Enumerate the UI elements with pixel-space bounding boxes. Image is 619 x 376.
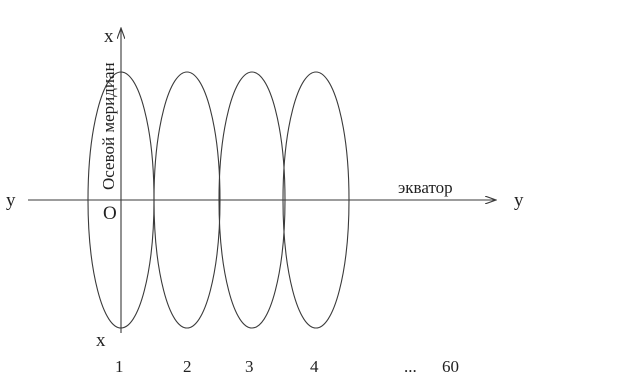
y-left-label: y <box>6 190 16 211</box>
equator-label: экватор <box>398 178 453 197</box>
zone-number-2: 2 <box>183 357 192 376</box>
y-right-label: y <box>514 190 524 211</box>
zone-number-3: 3 <box>245 357 254 376</box>
zone-number-4: 4 <box>310 357 319 376</box>
zone-ellipsis: ... <box>404 357 417 376</box>
x-bottom-label: x <box>96 330 106 351</box>
zone-number-60: 60 <box>442 357 459 376</box>
zone-number-1: 1 <box>115 357 124 376</box>
x-top-label: x <box>104 26 114 47</box>
origin-label: O <box>103 203 117 224</box>
meridian-label: Осевой меридиан <box>99 62 118 190</box>
